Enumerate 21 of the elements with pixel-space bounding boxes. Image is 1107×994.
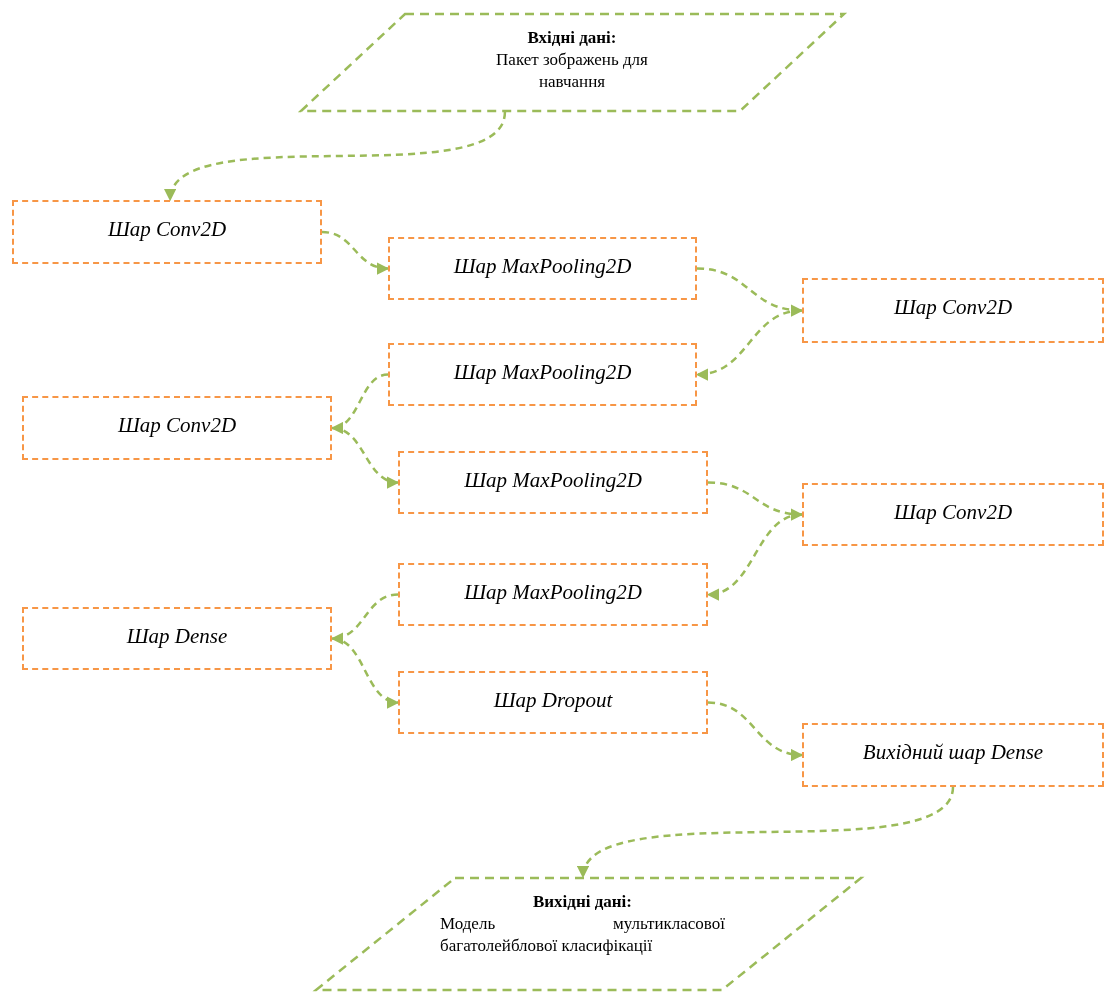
layer-box: Шар Dropout — [398, 671, 708, 734]
layer-box: Вихідний шар Dense — [802, 723, 1104, 787]
arrow — [321, 230, 390, 274]
arrow — [707, 701, 804, 761]
layer-box: Шар Conv2D — [22, 396, 332, 460]
arrow — [331, 637, 400, 707]
heading-text: Вхідні дані: — [526, 27, 618, 49]
layer-box: Шар MaxPooling2D — [398, 451, 708, 514]
layer-box: Шар Conv2D — [802, 278, 1104, 343]
arrow — [331, 426, 400, 488]
layer-box: Шар MaxPooling2D — [398, 563, 708, 626]
arrow — [706, 513, 803, 600]
description-text: Модель мультикласової багатолейблової класифікації — [440, 913, 725, 957]
layer-box: Шар Conv2D — [12, 200, 322, 264]
layer-box: Шар Conv2D — [802, 483, 1104, 546]
layer-box: Шар Dense — [22, 607, 332, 670]
heading-text: Вихідні дані: — [532, 891, 633, 913]
arrow — [695, 309, 803, 380]
description-text: Пакет зображень для навчання — [495, 49, 649, 93]
layer-box: Шар MaxPooling2D — [388, 343, 697, 406]
layer-box: Шар MaxPooling2D — [388, 237, 697, 300]
